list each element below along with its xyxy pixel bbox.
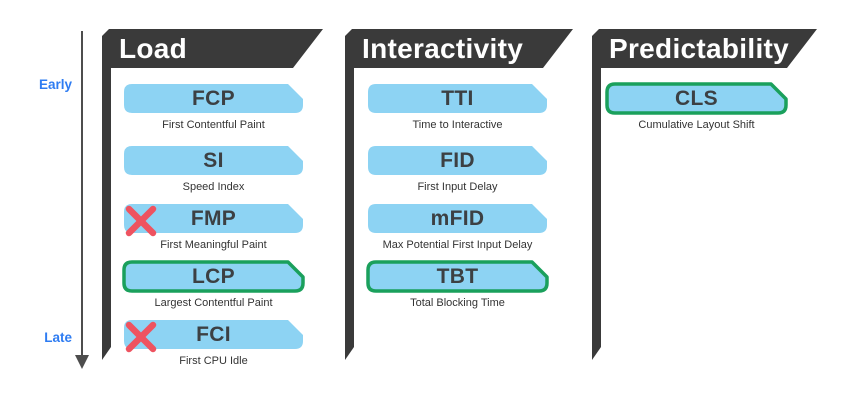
metric-tti-abbr: TTI [441,86,474,110]
metric-lcp-abbr: LCP [192,264,235,288]
column-interactivity-title: Interactivity [362,32,524,64]
column-load: Load FCP First Contentful Paint SI Speed… [102,0,342,402]
metric-fmp: FMP First Meaningful Paint [124,204,303,251]
metric-fmp-name: First Meaningful Paint [160,239,267,251]
metric-mfid-pill: mFID [368,204,547,233]
arrow-down-icon [75,355,89,369]
metric-mfid-abbr: mFID [430,206,485,230]
metric-fcp-pill: FCP [124,84,303,113]
metric-fci: FCI First CPU Idle [124,320,303,367]
metric-fid: FID First Input Delay [368,146,547,193]
pill-shape-icon [368,204,547,233]
metric-tbt-name: Total Blocking Time [410,297,505,309]
metric-tbt: TBT Total Blocking Time [366,260,549,309]
column-interactivity-left-bar [345,67,354,360]
metric-fcp-name: First Contentful Paint [162,119,265,131]
pill-shape-highlighted-icon [122,260,305,293]
column-predictability: Predictability CLS Cumulative Layout Shi… [592,0,837,402]
pill-shape-icon [124,146,303,175]
column-predictability-left-bar [592,67,601,360]
metric-cls-abbr: CLS [675,86,718,110]
metric-fmp-abbr: FMP [190,206,237,230]
metric-fci-pill: FCI [124,320,303,353]
metric-si-pill: SI [124,146,303,175]
metric-fid-name: First Input Delay [417,181,498,193]
metric-fcp: FCP First Contentful Paint [124,84,303,131]
metric-tbt-abbr: TBT [436,264,479,288]
metric-fid-pill: FID [368,146,547,175]
metric-lcp-pill: LCP [122,260,305,293]
metric-tbt-pill: TBT [366,260,549,293]
metric-si-name: Speed Index [182,181,245,193]
metric-fmp-pill: FMP [124,204,303,237]
pill-shape-highlighted-icon [605,82,788,115]
deprecated-cross-icon [125,321,157,353]
pill-shape-icon [124,84,303,113]
metric-tti-pill: TTI [368,84,547,113]
metric-fid-abbr: FID [440,148,475,172]
pill-shape-highlighted-icon [366,260,549,293]
pill-shape-icon [124,320,303,349]
column-load-title: Load [119,32,188,64]
metric-fcp-abbr: FCP [192,86,235,110]
metric-mfid-name: Max Potential First Input Delay [382,239,533,251]
metric-cls: CLS Cumulative Layout Shift [605,82,788,131]
column-predictability-header: Predictability [592,29,817,68]
metric-fci-abbr: FCI [196,322,231,346]
pill-shape-icon [368,146,547,175]
column-interactivity: Interactivity TTI Time to Interactive FI… [345,0,585,402]
column-load-header: Load [102,29,323,68]
deprecated-cross-icon [125,205,157,237]
pill-shape-icon [368,84,547,113]
column-interactivity-header: Interactivity [345,29,573,68]
column-predictability-title: Predictability [609,32,790,64]
metric-mfid: mFID Max Potential First Input Delay [368,204,547,251]
metric-cls-pill: CLS [605,82,788,115]
metric-lcp: LCP Largest Contentful Paint [122,260,305,309]
metric-tti-name: Time to Interactive [412,119,503,131]
pill-shape-icon [124,204,303,233]
metric-si: SI Speed Index [124,146,303,193]
metric-lcp-name: Largest Contentful Paint [154,297,273,309]
metric-tti: TTI Time to Interactive [368,84,547,131]
timeline-early-label: Early [38,77,72,92]
metric-cls-name: Cumulative Layout Shift [638,119,755,131]
metric-fci-name: First CPU Idle [179,355,248,367]
column-load-left-bar [102,67,111,360]
metric-si-abbr: SI [203,148,224,172]
timeline-late-label: Late [44,330,72,345]
timeline-arrow-line [81,31,83,356]
